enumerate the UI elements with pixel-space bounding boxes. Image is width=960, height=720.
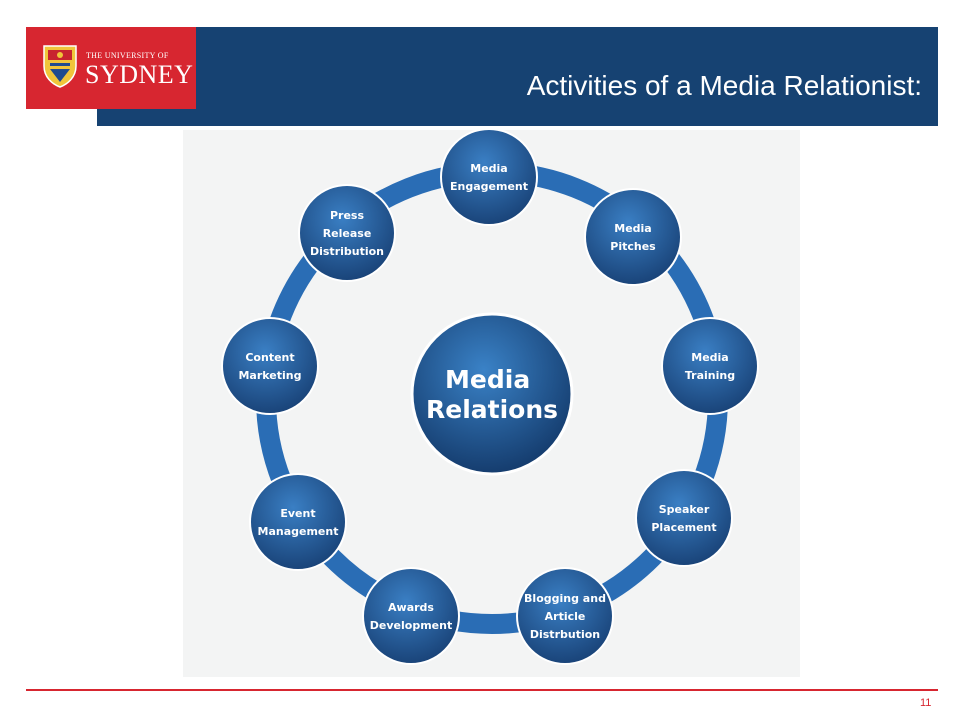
- logo-line-2: SYDNEY: [85, 60, 194, 89]
- diagram-node-label-line: Content: [245, 351, 294, 364]
- diagram-node-label-line: Distribution: [310, 245, 384, 258]
- diagram-node-label-line: Release: [323, 227, 372, 240]
- diagram-node-circle: [584, 188, 682, 286]
- center-label: Media Relations: [426, 365, 558, 424]
- center-label-line-1: Media: [445, 365, 530, 394]
- diagram-node-label-line: Press: [330, 209, 364, 222]
- footer-divider: [26, 689, 938, 691]
- diagram-node-circle: [249, 473, 347, 571]
- diagram-node-label-line: Engagement: [450, 180, 528, 193]
- diagram-node-label-line: Training: [685, 369, 735, 382]
- diagram-node-circle: [440, 130, 538, 226]
- university-logo: THE UNIVERSITY OF SYDNEY: [26, 27, 196, 109]
- diagram-node-circle: [516, 567, 614, 665]
- diagram-node-label-line: Development: [370, 619, 452, 632]
- diagram-node-circle: [221, 317, 319, 415]
- diagram-node-circle: [298, 184, 396, 282]
- diagram-node-circle: [661, 317, 759, 415]
- diagram-node-label-line: Event: [280, 507, 315, 520]
- diagram-node-label-line: Speaker: [659, 503, 710, 516]
- center-label-line-2: Relations: [426, 395, 558, 424]
- diagram-node-label-line: Blogging and: [524, 592, 606, 605]
- diagram-node-label-line: Article: [545, 610, 586, 623]
- slide-title: Activities of a Media Relationist:: [526, 70, 922, 101]
- diagram-node-label-line: Management: [258, 525, 339, 538]
- logo-line-1: THE UNIVERSITY OF: [86, 51, 169, 60]
- diagram-node-label-line: Media: [470, 162, 507, 175]
- header-bar: [97, 27, 938, 126]
- diagram-node-label-line: Placement: [651, 521, 716, 534]
- center-circle: [410, 312, 574, 476]
- diagram-node-label-line: Media: [691, 351, 728, 364]
- diagram-node-circle: [635, 469, 733, 567]
- diagram-node-circle: [362, 567, 460, 665]
- crest-icon: [43, 45, 77, 88]
- diagram-node-label-line: Pitches: [610, 240, 656, 253]
- diagram-node-label-line: Awards: [388, 601, 434, 614]
- page-number: 11: [920, 697, 932, 709]
- diagram-node-label-line: Media: [614, 222, 651, 235]
- diagram-node-label-line: Marketing: [238, 369, 301, 382]
- diagram-node-label-line: Distrbution: [530, 628, 600, 641]
